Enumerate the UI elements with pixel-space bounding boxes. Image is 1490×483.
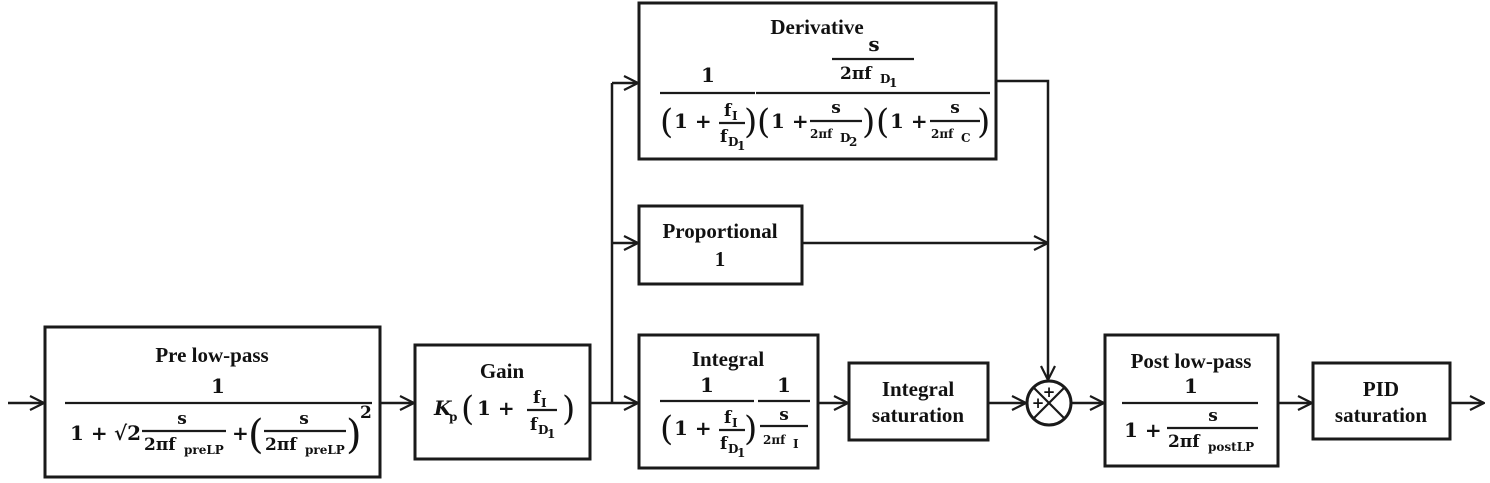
gain-frac-num-sub: I (541, 396, 547, 410)
derivative-frac2-num-den-sub1: 1 (889, 76, 897, 90)
proportional-box (637, 204, 804, 286)
integral-fi-num-sub: I (732, 416, 738, 430)
post-lowpass-inner-num: s (1208, 406, 1218, 426)
gain-one-plus: 1 + (477, 396, 515, 420)
derivative-p1-one-plus: 1 + (771, 109, 809, 133)
derivative-p2-lparen: ( (876, 102, 889, 142)
derivative-fi-den-sub: D (728, 135, 738, 149)
summer-plus-top: + (1043, 383, 1056, 401)
derivative-frac1-lparen: ( (660, 102, 673, 142)
gain-box (413, 343, 592, 461)
post-lowpass-inner-den: 2πf (1168, 432, 1201, 452)
block-integral-saturation: Integral saturation (847, 361, 990, 442)
pre-lowpass-frac2-den: 2πf (265, 435, 298, 455)
derivative-fi-den: f (720, 127, 729, 147)
integral-fi-den-sub1: 1 (737, 446, 745, 460)
derivative-p1-den-sub2: 2 (849, 135, 857, 149)
integral-frac2-den-s: s (779, 405, 789, 425)
block-derivative: Derivative 1 ( 1 + f I f D 1 ) s 2πf D 1… (637, 1, 998, 161)
derivative-box (637, 1, 998, 161)
gain-title: Gain (480, 359, 525, 383)
derivative-frac1-one-plus: 1 + (674, 109, 712, 133)
derivative-frac1-rparen: ) (744, 102, 757, 142)
wire-derivative-to-summer (996, 79, 1048, 380)
derivative-fi-num: f (724, 101, 733, 121)
post-lowpass-one-plus: 1 + (1124, 418, 1162, 442)
integral-frac2-den-den: 2πf (763, 433, 786, 447)
pre-lowpass-left-paren: ( (248, 412, 264, 458)
block-post-lowpass: Post low-pass 1 1 + s 2πf postLP (1103, 333, 1280, 468)
integral-saturation-line1: Integral (882, 377, 954, 401)
block-gain: Gain K p ( 1 + f I f D 1 ) (413, 343, 592, 461)
signal-wires (8, 81, 1484, 403)
integral-title: Integral (692, 347, 764, 371)
pre-lowpass-plus: + (232, 421, 249, 445)
block-pre-lowpass: Pre low-pass 1 1 + √2 s 2πf preLP + ( s … (43, 325, 382, 479)
integral-saturation-box (847, 361, 990, 442)
pre-lowpass-frac1-sub: preLP (184, 443, 224, 457)
post-lowpass-box (1103, 333, 1280, 468)
pre-lowpass-title: Pre low-pass (155, 343, 268, 367)
derivative-p2-den-sub: C (961, 131, 971, 145)
integral-frac1-lparen: ( (660, 409, 673, 449)
summer-plus-left: + (1032, 394, 1045, 412)
integral-fi-den-sub: D (728, 442, 738, 456)
block-pid-saturation: PID saturation (1311, 361, 1452, 441)
pre-lowpass-one-plus: 1 + (70, 421, 108, 445)
pre-lowpass-frac2-sub: preLP (305, 443, 345, 457)
gain-frac-num: f (533, 388, 542, 408)
derivative-title: Derivative (770, 15, 863, 39)
pid-saturation-line2: saturation (1335, 403, 1427, 427)
proportional-title: Proportional (662, 219, 777, 243)
pre-lowpass-sqrt2: √2 (114, 421, 141, 445)
derivative-frac2-num-s: s (868, 32, 879, 56)
derivative-p2-rparen: ) (977, 102, 990, 142)
integral-frac2-den-sub: I (793, 437, 799, 451)
integral-frac2-num: 1 (777, 373, 791, 397)
integral-fi-num: f (724, 408, 733, 428)
block-proportional: Proportional 1 (637, 204, 804, 286)
derivative-p1-lparen: ( (757, 102, 770, 142)
derivative-p2-den: 2πf (931, 127, 954, 141)
integral-frac1-one-plus: 1 + (674, 416, 712, 440)
pre-lowpass-right-paren: ) (346, 412, 362, 458)
post-lowpass-title: Post low-pass (1131, 349, 1252, 373)
pre-lowpass-frac1-den: 2πf (144, 435, 177, 455)
pre-lowpass-frac1-num: s (177, 409, 187, 429)
pid-saturation-box (1311, 361, 1452, 441)
integral-fi-den: f (720, 434, 729, 454)
gain-frac-den: f (530, 415, 539, 435)
derivative-fi-den-sub1: 1 (737, 139, 745, 153)
gain-frac-den-sub: D (538, 423, 548, 437)
summing-junction: + + (1025, 379, 1073, 427)
derivative-frac2-num-den-sub: D (880, 72, 890, 86)
derivative-frac1-num: 1 (701, 63, 715, 87)
post-lowpass-inner-sub: postLP (1208, 440, 1254, 454)
gain-frac-den-sub1: 1 (547, 427, 555, 441)
derivative-p2-num: s (950, 98, 960, 118)
proportional-value: 1 (715, 247, 726, 271)
derivative-p1-num: s (831, 98, 841, 118)
pre-lowpass-exponent: 2 (360, 403, 372, 423)
derivative-p1-rparen: ) (862, 102, 875, 142)
block-integral: Integral 1 ( 1 + f I f D 1 ) 1 s 2πf I (637, 333, 820, 470)
derivative-p1-den: 2πf (810, 127, 833, 141)
integral-frac1-num: 1 (700, 373, 714, 397)
integral-frac1-rparen: ) (744, 409, 757, 449)
pre-lowpass-frac2-num: s (299, 409, 309, 429)
integral-saturation-line2: saturation (872, 403, 964, 427)
derivative-p1-den-sub: D (840, 131, 850, 145)
gain-right-paren: ) (562, 389, 575, 429)
summer-cross-b (1032, 386, 1066, 420)
gain-left-paren: ( (461, 389, 474, 429)
gain-kp: K (433, 396, 453, 420)
derivative-frac2-num-den: 2πf (840, 64, 873, 84)
derivative-fi-num-sub: I (732, 109, 738, 123)
pre-lowpass-numerator: 1 (211, 374, 225, 398)
derivative-p2-one-plus: 1 + (890, 109, 928, 133)
post-lowpass-numerator: 1 (1184, 374, 1198, 398)
pid-saturation-line1: PID (1363, 377, 1399, 401)
gain-kp-sub: p (449, 410, 457, 424)
